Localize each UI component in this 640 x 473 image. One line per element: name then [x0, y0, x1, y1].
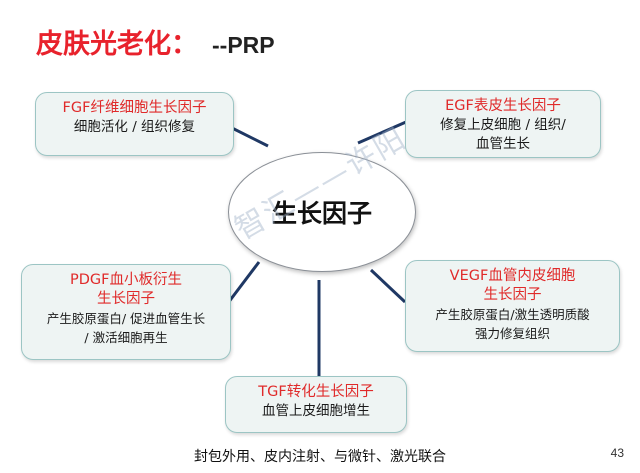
node-vegf-title-1: VEGF血管内皮细胞 [449, 268, 576, 284]
footer-note: 封包外用、皮内注射、与微针、激光联合 [194, 449, 446, 465]
node-fgf-desc: 细胞活化 / 组织修复 [73, 119, 196, 135]
node-tgf-title: TGF转化生长因子 [258, 384, 374, 400]
node-pdgf-desc-2: / 激活细胞再生 [84, 330, 168, 345]
node-egf: EGF表皮生长因子 修复上皮细胞 / 组织/ 血管生长 [405, 90, 601, 158]
title-suffix: --PRP [212, 32, 275, 58]
center-node: 生长因子 [228, 152, 416, 272]
node-tgf: TGF转化生长因子 血管上皮细胞增生 [225, 376, 407, 433]
node-tgf-desc: 血管上皮细胞增生 [262, 403, 370, 419]
node-pdgf-title-2: 生长因子 [97, 291, 155, 307]
node-vegf-title-2: 生长因子 [483, 287, 542, 303]
page-number: 43 [610, 446, 624, 460]
connector-egf [357, 120, 407, 145]
page-title: 皮肤光老化： --PRP [36, 22, 275, 61]
title-main: 皮肤光老化： [36, 29, 198, 60]
node-egf-desc-1: 修复上皮细胞 / 组织/ [440, 117, 566, 133]
node-vegf-desc-1: 产生胶原蛋白/激生透明质酸 [435, 307, 590, 322]
node-pdgf: PDGF血小板衍生 生长因子 产生胶原蛋白/ 促进血管生长 / 激活细胞再生 [21, 264, 231, 360]
connector-vegf [369, 268, 407, 304]
node-pdgf-desc-1: 产生胶原蛋白/ 促进血管生长 [46, 311, 206, 326]
node-vegf: VEGF血管内皮细胞 生长因子 产生胶原蛋白/激生透明质酸 强力修复组织 [405, 260, 620, 352]
connector-pdgf [226, 261, 261, 304]
node-egf-desc-2: 血管生长 [476, 136, 530, 152]
node-egf-title: EGF表皮生长因子 [445, 98, 561, 114]
node-fgf-title: FGF纤维细胞生长因子 [62, 100, 207, 116]
node-fgf: FGF纤维细胞生长因子 细胞活化 / 组织修复 [35, 92, 234, 156]
node-vegf-desc-2: 强力修复组织 [474, 326, 550, 341]
node-pdgf-title-1: PDGF血小板衍生 [70, 272, 182, 288]
